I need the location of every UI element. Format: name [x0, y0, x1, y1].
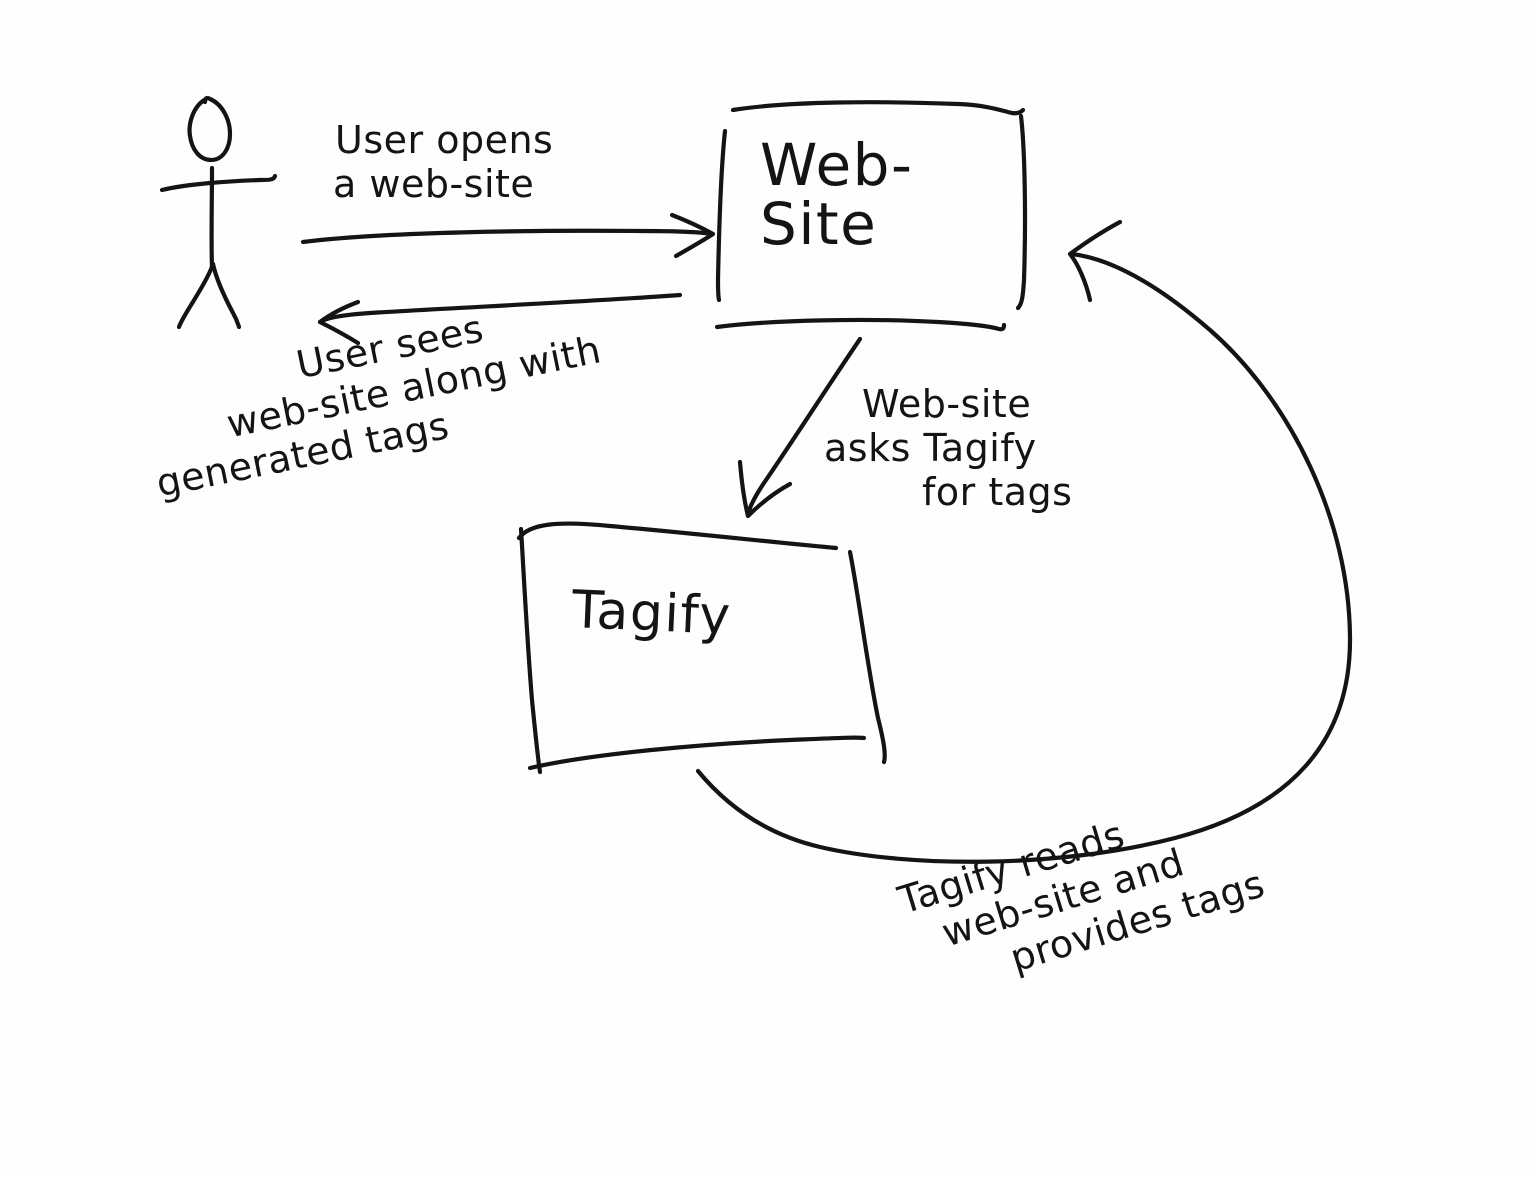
user-opens-label-line-2: a web-site [333, 162, 535, 207]
arrow-shaft-website-to-user [317, 292, 683, 325]
web-site-box-top-edge [730, 100, 1026, 116]
user-opens-label-line-1: User opens [335, 118, 554, 162]
arrow-head-website-to-user [317, 299, 361, 346]
website-asks-tagify-label: Web-site asks Tagify for tags [824, 382, 1073, 515]
stick-figure-head [187, 95, 233, 163]
asks-label-line-2: asks Tagify [824, 426, 1037, 471]
web-site-box-label: Web- Site [760, 131, 914, 259]
tagify-box[interactable] [516, 521, 887, 775]
web-site-box-right-edge [1015, 113, 1028, 311]
arrow-head-website-to-tagify [737, 459, 793, 519]
web-site-label-line-1: Web- [760, 131, 914, 199]
arrow-shaft-website-to-tagify [745, 336, 863, 517]
tagify-box-top-edge [516, 521, 839, 551]
tagify-box-bottom-edge [527, 735, 867, 771]
website-asks-tagify-arrow[interactable] [737, 336, 863, 519]
stick-figure-legs [176, 261, 216, 330]
user-stick-figure[interactable] [159, 95, 278, 330]
asks-label-line-1: Web-site [862, 382, 1032, 426]
website-response-arrow[interactable] [317, 292, 683, 346]
tagify-box-right-edge [847, 549, 887, 765]
web-site-box[interactable] [714, 100, 1028, 332]
user-opens-website-arrow[interactable] [300, 212, 716, 259]
web-site-label-line-2: Site [760, 190, 878, 259]
tagify-box-left-edge [518, 526, 543, 775]
user-opens-website-label: User opens a web-site [333, 118, 554, 207]
arrow-shaft-tagify-to-website [695, 251, 1353, 864]
tagify-box-label: Tagify [570, 580, 733, 647]
tagify-provides-tags-arrow[interactable] [695, 219, 1353, 864]
stick-figure-leg-right [210, 261, 242, 330]
arrow-head-user-to-website [669, 212, 716, 259]
stick-figure-arms [159, 173, 278, 193]
web-site-box-bottom-edge [714, 317, 1007, 332]
arrow-shaft-user-to-website [300, 228, 715, 245]
arrow-head-tagify-to-website [1067, 219, 1123, 303]
web-site-box-left-edge [715, 128, 728, 303]
asks-label-line-3: for tags [922, 470, 1073, 515]
